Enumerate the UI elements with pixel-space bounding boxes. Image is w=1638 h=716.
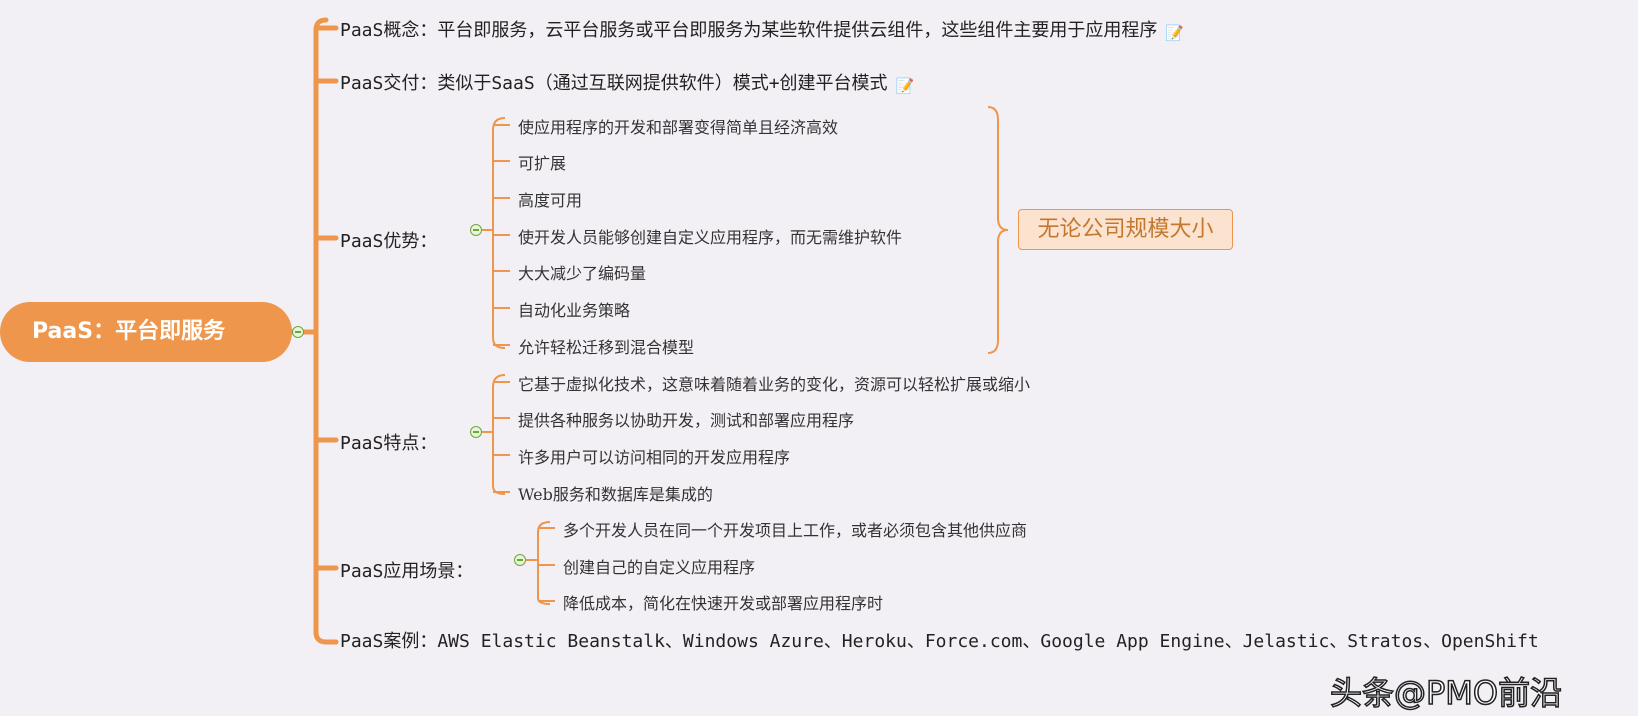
list-item[interactable]: 高度可用	[518, 191, 583, 210]
branch-label: PaaS交付：类似于SaaS（通过互联网提供软件）模式+创建平台模式	[340, 73, 888, 94]
list-item[interactable]: 降低成本，简化在快速开发或部署应用程序时	[563, 594, 884, 613]
list-item[interactable]: 创建自己的自定义应用程序	[563, 558, 756, 577]
list-item[interactable]: 它基于虚拟化技术，这意味着随着业务的变化，资源可以轻松扩展或缩小	[518, 375, 1031, 394]
collapse-toggle-icon[interactable]	[514, 554, 526, 566]
root-node[interactable]: PaaS：平台即服务	[0, 302, 292, 362]
list-item[interactable]: 可扩展	[518, 154, 567, 173]
list-item[interactable]: 大大减少了编码量	[518, 264, 647, 283]
branch-delivery[interactable]: PaaS交付：类似于SaaS（通过互联网提供软件）模式+创建平台模式 📝	[340, 69, 915, 95]
list-item[interactable]: 使开发人员能够创建自定义应用程序，而无需维护软件	[518, 228, 903, 247]
list-item[interactable]: 允许轻松迁移到混合模型	[518, 338, 695, 357]
list-item[interactable]: 使应用程序的开发和部署变得简单且经济高效	[518, 118, 839, 137]
collapse-toggle-icon[interactable]	[470, 426, 482, 438]
list-item[interactable]: 许多用户可以访问相同的开发应用程序	[518, 448, 791, 467]
branch-examples[interactable]: PaaS案例：AWS Elastic Beanstalk、Windows Azu…	[340, 631, 1539, 652]
watermark: 头条@PMO前沿	[1329, 673, 1563, 713]
collapse-toggle-icon[interactable]	[292, 326, 304, 338]
branch-label: PaaS概念：平台即服务，云平台服务或平台即服务为某些软件提供云组件，这些组件主…	[340, 20, 1158, 41]
branch-advantages[interactable]: PaaS优势：	[340, 231, 438, 252]
note-icon[interactable]: 📝	[1165, 24, 1185, 42]
branch-concept[interactable]: PaaS概念：平台即服务，云平台服务或平台即服务为某些软件提供云组件，这些组件主…	[340, 16, 1185, 42]
summary-callout[interactable]: 无论公司规模大小	[1018, 209, 1233, 250]
branch-features[interactable]: PaaS特点：	[340, 433, 438, 454]
note-icon[interactable]: 📝	[895, 77, 915, 95]
collapse-toggle-icon[interactable]	[470, 224, 482, 236]
list-item[interactable]: 自动化业务策略	[518, 301, 631, 320]
root-label: PaaS：平台即服务	[32, 319, 226, 344]
list-item[interactable]: 提供各种服务以协助开发，测试和部署应用程序	[518, 411, 855, 430]
list-item[interactable]: Web服务和数据库是集成的	[518, 485, 713, 504]
branch-scenarios[interactable]: PaaS应用场景：	[340, 561, 474, 582]
list-item[interactable]: 多个开发人员在同一个开发项目上工作，或者必须包含其他供应商	[563, 521, 1028, 540]
